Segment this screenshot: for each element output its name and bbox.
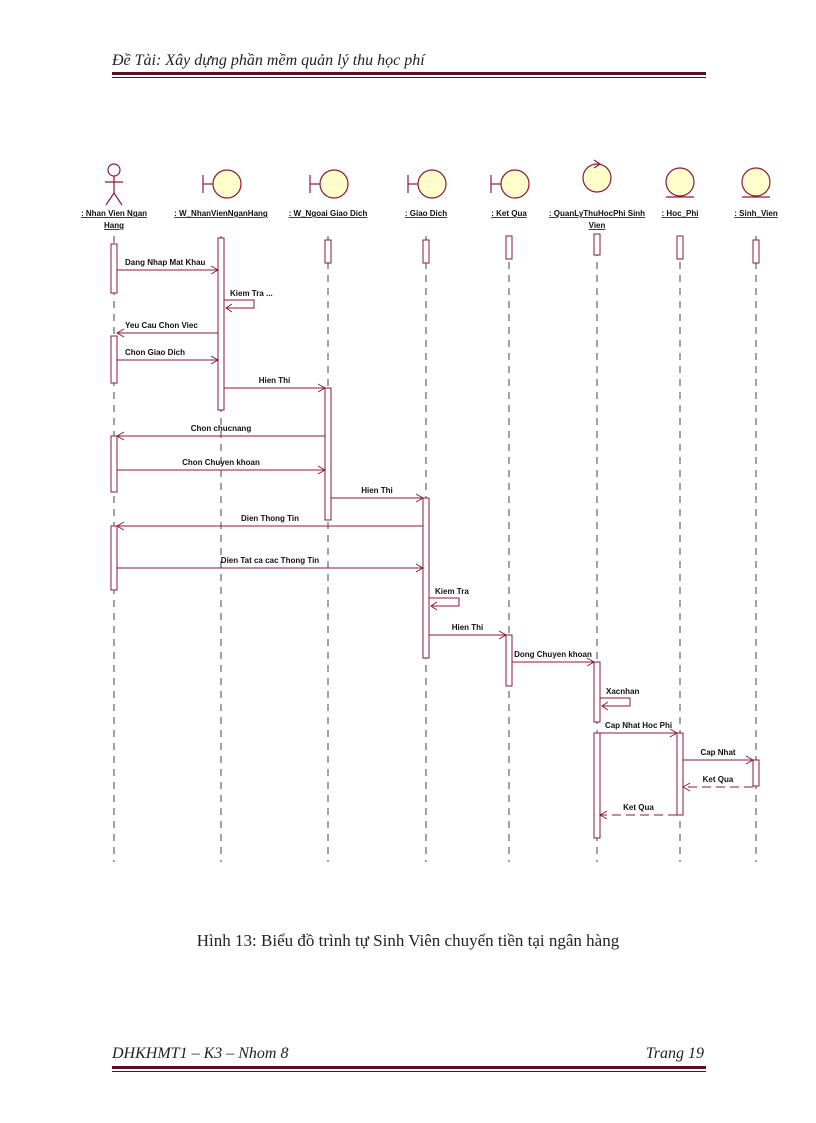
header-rule [112,72,706,78]
boundary-icon [212,169,242,199]
activation-bar [505,634,513,687]
activation-bar [752,239,760,264]
message-label: Dong Chuyen khoan [514,650,592,659]
activation-bar [217,237,225,411]
message-label: Chon chucnang [191,424,252,433]
message-label: Chon Giao Dich [125,348,185,357]
message-label: Hien Thi [452,623,484,632]
header-title: Đề Tài: Xây dựng phần mềm quản lý thu họ… [112,52,425,69]
arrowhead [415,493,425,503]
message-label: Ket Qua [623,803,654,812]
message-label: Dien Thong Tin [241,514,299,523]
activation-bar [505,235,513,260]
message-label: Kiem Tra [435,587,469,596]
participant-label: : Nhan Vien Ngan [81,209,147,218]
activation-bar [422,497,430,659]
activation-bar [593,732,601,839]
message-label: Ket Qua [703,775,734,784]
footer-rule [112,1066,706,1072]
participant-label: Hang [104,221,124,230]
arrowhead [598,810,608,820]
entity-icon [665,167,695,197]
activation-bar [752,759,760,787]
control-icon [582,163,612,193]
message-label: Hien Thi [259,376,291,385]
sequence-diagram: : Nhan Vien NganHang : W_NhanVienNganHang… [81,159,778,862]
arrowhead [115,431,125,441]
boundary-icon [319,169,349,199]
participant-label: : Giao Dich [405,209,447,218]
arrowhead [115,328,125,338]
control-icon-arrow [593,159,602,169]
activation-bar [110,335,118,384]
actor-icon-leg [105,192,115,206]
message-label: Cap Nhat Hoc Phi [605,721,672,730]
participant-label: : Sinh_Vien [734,209,778,218]
footer-page-number: Trang 19 [645,1045,704,1062]
boundary-icon [500,169,530,199]
actor-icon [107,163,121,177]
entity-icon [741,167,771,197]
arrowhead [210,265,220,275]
self-message-arrow [600,697,631,707]
arrowhead [669,728,679,738]
boundary-icon [417,169,447,199]
arrowhead [430,601,438,611]
arrowhead [681,782,691,792]
actor-icon-leg [113,192,123,206]
arrowhead [415,563,425,573]
arrowhead [745,755,755,765]
participant-label: : W_Ngoai Giao Dich [289,209,368,218]
participant-label: : W_NhanVienNganHang [174,209,268,218]
arrowhead [115,521,125,531]
participant-label: : QuanLyThuHocPhi Sinh [549,209,645,218]
activation-bar [324,387,332,521]
activation-bar [110,435,118,493]
message-label: Cap Nhat [700,748,735,757]
arrowhead [586,657,596,667]
self-message-arrow [224,299,255,309]
message-label: Chon Chuyen khoan [182,458,260,467]
arrowhead [210,355,220,365]
message-label: Dang Nhap Mat Khau [125,258,206,267]
participant-label: Vien [589,221,606,230]
activation-bar [324,239,332,264]
arrowhead [225,303,233,313]
activation-bar [593,233,601,256]
figure-caption: Hình 13: Biểu đồ trình tự Sinh Viên chuy… [196,931,620,950]
participant-label: : Ket Qua [491,209,527,218]
footer-left: DHKHMT1 – K3 – Nhom 8 [112,1045,289,1062]
activation-bar [676,235,684,260]
arrowhead [498,630,508,640]
activation-bar [676,732,684,816]
message-label: Dien Tat ca cac Thong Tin [221,556,320,565]
message-label: Yeu Cau Chon Viec [125,321,198,330]
activation-bar [422,239,430,264]
activation-bar [593,661,601,723]
arrowhead [317,383,327,393]
arrowhead [601,701,609,711]
activation-bar [110,243,118,294]
message-label: Kiem Tra ... [230,289,273,298]
participant-label: : Hoc_Phi [662,209,699,218]
self-message-arrow [429,597,460,607]
message-label: Xacnhan [606,687,639,696]
message-label: Hien Thi [361,486,393,495]
arrowhead [317,465,327,475]
activation-bar [110,525,118,591]
